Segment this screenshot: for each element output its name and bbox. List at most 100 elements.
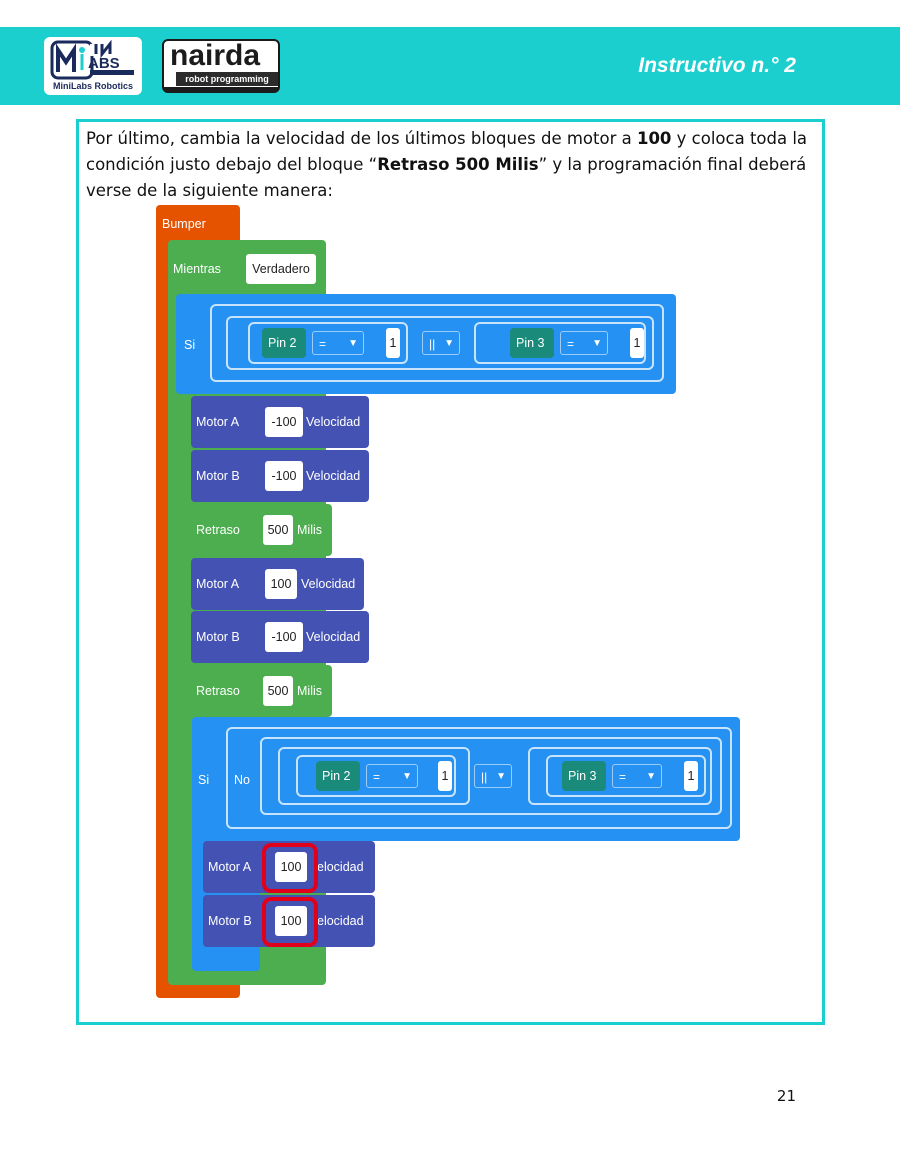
dropdown-arrow-icon: ▼ [646,771,656,782]
if1-left-compare[interactable] [248,322,408,364]
delay-suffix: Milis [297,523,322,537]
if2-right-compare[interactable] [546,755,706,797]
motor-suffix: Velocidad [301,577,356,591]
motor-label: Motor B [208,914,252,928]
if1-right-pin-label: Pin 3 [516,336,545,350]
nairda-logo-underline [164,87,278,91]
motor-suffix: elocidad [317,860,364,874]
motor-suffix: Velocidad [306,469,361,483]
if1-inner-outline [226,316,654,370]
if2-right-value[interactable]: 1 [684,761,698,791]
motor-a-block-1[interactable]: Motor A -100 Velocidad [191,396,369,448]
motor-label: Motor A [208,860,252,874]
if2-inner-outline [260,737,722,815]
if2-left-pin-label: Pin 2 [322,769,351,783]
motor-b-block-2[interactable]: Motor B -100 Velocidad [191,611,369,663]
nairda-logo: nairda robot programming [162,39,280,93]
if2-left-compare[interactable] [296,755,456,797]
if1-outer-outline [210,304,664,382]
delay-block-1[interactable]: Retraso 500 Milis [191,504,332,556]
if1-left-operator[interactable]: =▼ [312,331,364,355]
content-frame [76,119,825,1025]
nairda-logo-tagline: robot programming [176,72,278,86]
if-block-1[interactable]: Si Pin 2 =▼ 1 ||▼ Pin 3 =▼ 1 [176,294,676,394]
if2-left-pin[interactable]: Pin 2 [316,761,360,791]
bumper-label: Bumper [162,217,206,231]
intro-bold-2: Retraso 500 Milis [377,155,539,174]
intro-text-1: Por último, cambia la velocidad de los ú… [86,129,637,148]
if2-left-operator[interactable]: =▼ [366,764,418,788]
intro-bold-1: 100 [636,129,672,148]
if1-right-operator[interactable]: =▼ [560,331,608,355]
motor-value[interactable]: -100 [265,622,303,652]
dropdown-arrow-icon: ▼ [402,771,412,782]
motor-b-block-3[interactable]: Motor B 100 elocidad [203,895,375,947]
motor-value[interactable]: 100 [275,852,307,882]
page-number: 21 [776,1087,796,1105]
motor-label: Motor A [196,577,240,591]
motor-value[interactable]: -100 [265,461,303,491]
nairda-logo-word: nairda [170,39,261,72]
delay-label: Retraso [196,684,240,698]
if2-right-pin[interactable]: Pin 3 [562,761,606,791]
dropdown-arrow-icon: ▼ [496,771,506,782]
header-band: ABS MiniLabs Robotics nairda robot progr… [0,27,900,105]
document-title: Instructivo n.° 2 [638,54,796,77]
delay-value[interactable]: 500 [263,676,293,706]
delay-label: Retraso [196,523,240,537]
if2-right-operator-label: = [619,770,627,784]
if2-right-operator[interactable]: =▼ [612,764,662,788]
motor-suffix: Velocidad [306,415,361,429]
if2-right-pin-label: Pin 3 [568,769,597,783]
motor-label: Motor B [196,630,240,644]
motor-a-block-3[interactable]: Motor A 100 elocidad [203,841,375,893]
if1-left-operator-label: = [319,337,327,351]
if2-outer-outline [226,727,732,829]
motor-a-block-2[interactable]: Motor A 100 Velocidad [191,558,364,610]
if2-left-operator-label: = [373,770,381,784]
block-program: Bumper Mientras Verdadero Si Pin 2 =▼ 1 … [156,205,746,1000]
instruction-paragraph: Por último, cambia la velocidad de los ú… [86,126,816,204]
if2-right-group [528,747,712,805]
if1-label: Si [184,338,196,352]
minilabs-logo-word: ABS [88,55,120,72]
if1-left-value[interactable]: 1 [386,328,400,358]
dropdown-arrow-icon: ▼ [444,338,454,349]
if2-label: Si [198,773,210,787]
delay-suffix: Milis [297,684,322,698]
if1-right-compare[interactable] [474,322,646,364]
if1-left-pin[interactable]: Pin 2 [262,328,306,358]
if1-left-pin-label: Pin 2 [268,336,297,350]
delay-value[interactable]: 500 [263,515,293,545]
minilabs-logo-icon [50,40,134,80]
if1-logic-label: || [429,337,436,351]
motor-suffix: Velocidad [306,630,361,644]
motor-value[interactable]: 100 [265,569,297,599]
dropdown-arrow-icon: ▼ [348,338,358,349]
highlight-motor-b-value [262,897,318,947]
motor-value[interactable]: 100 [275,906,307,936]
minilabs-logo: ABS MiniLabs Robotics [44,37,142,95]
if2-logic-operator[interactable]: || ▼ [474,764,512,788]
motor-suffix: elocidad [317,914,364,928]
while-label: Mientras [173,262,221,276]
if1-right-pin[interactable]: Pin 3 [510,328,554,358]
if1-logic-operator[interactable]: || ▼ [422,331,460,355]
intro-text-2: y coloca toda la condición justo debajo … [86,129,808,174]
minilabs-logo-caption: MiniLabs Robotics [52,81,133,91]
if2-logic-label: || [481,770,488,784]
if2-left-group [278,747,470,805]
motor-label: Motor B [196,469,240,483]
delay-block-2[interactable]: Retraso 500 Milis [191,665,332,717]
motor-b-block-1[interactable]: Motor B -100 Velocidad [191,450,369,502]
if1-right-value[interactable]: 1 [630,328,644,358]
highlight-motor-a-value [262,843,318,893]
dropdown-arrow-icon: ▼ [592,338,602,349]
if2-left-value[interactable]: 1 [438,761,452,791]
if1-right-operator-label: = [567,337,575,351]
if-block-2[interactable]: Si No Pin 2 =▼ 1 ||▼ Pin 3 =▼ 1 [192,717,740,841]
while-value[interactable]: Verdadero [246,254,316,284]
intro-text-3: ” y la programación final deberá verse d… [86,155,807,200]
motor-label: Motor A [196,415,240,429]
motor-value[interactable]: -100 [265,407,303,437]
